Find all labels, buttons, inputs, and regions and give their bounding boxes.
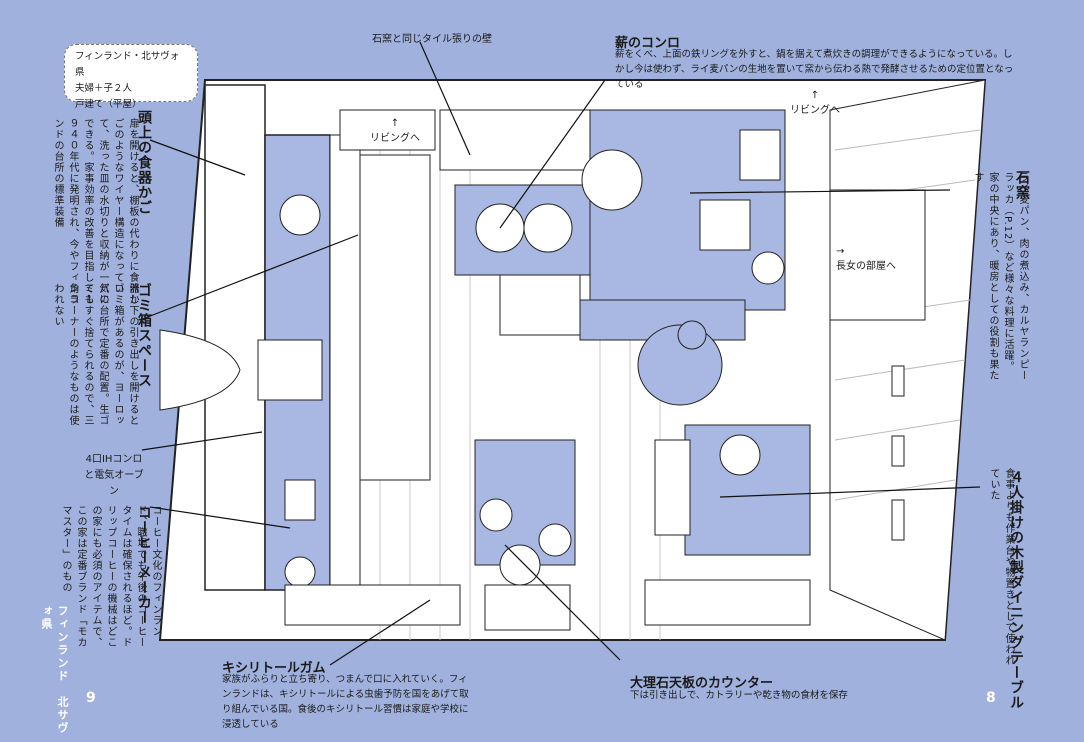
dish-rack-title: 頭上の食器かご <box>136 110 152 215</box>
dining-body: 食事よりも作業台や物置きとして使われていた <box>988 468 1014 666</box>
wall-panel <box>891 435 905 467</box>
rug-right <box>644 579 811 626</box>
page-number-left: 9 <box>86 690 96 706</box>
wall-panel <box>891 499 905 541</box>
rug-left <box>284 584 461 626</box>
doorway-right <box>829 189 926 321</box>
vent-hood <box>159 329 241 411</box>
trash-body: 流し下の引き出しを開けるとゴミ箱があるのが、ヨーロッパの台所で定番の配置。生ゴミ… <box>52 283 138 426</box>
trash-title: ゴミ箱スペース <box>136 283 152 388</box>
counter-title: 大理石天板のカウンター <box>630 676 774 691</box>
daughter-room-arrow: → 長女の部屋へ <box>836 246 896 272</box>
coffee-body: コーヒー文化のフィンランド、職場でも午後のコーヒータイムは確保されるほど。ドリッ… <box>60 505 161 648</box>
bread-box <box>739 129 781 181</box>
coffee-maker <box>284 479 316 521</box>
bowl <box>499 544 541 586</box>
oven-body: ライ麦パン、肉の煮込み、カルヤランピーラッカ（P.12）など様々な料理に活躍。家… <box>972 172 1028 381</box>
page-number-right: 8 <box>986 690 996 706</box>
pot <box>751 251 785 285</box>
living-room-arrow-left: ↑ リビングへ <box>370 118 420 144</box>
info-family: 夫婦＋子２人 <box>75 83 133 94</box>
tile-wall-label: 石窯と同じタイル張りの壁 <box>372 34 492 45</box>
section-label: フィンランド 北サヴォ県 <box>40 605 69 735</box>
bench <box>654 439 691 536</box>
xylitol-title: キシリトールガム <box>222 661 326 676</box>
info-box: フィンランド・北サヴォ県 夫婦＋子２人 戸建て（平屋） <box>64 44 198 110</box>
dish-rack-body: 扉を開けると、棚板の代わりに食器かごのようなワイヤー構造になっていて、洗った皿の… <box>52 118 138 305</box>
leader-lines <box>139 41 981 666</box>
xylitol-body: 家族がふらりと立ち寄り、つまんで口に入れていく。フィンランドは、キシリトールによ… <box>222 674 469 730</box>
plate <box>479 498 513 532</box>
person-head <box>677 320 707 350</box>
oven-title: 石窯 <box>1014 170 1030 200</box>
sink <box>279 194 321 236</box>
lower-cabinet-fronts <box>329 134 361 591</box>
wall-panel <box>891 365 905 397</box>
stove-ring <box>523 203 573 253</box>
dining-title: ４人掛けの木製ダイニングテーブル <box>1008 470 1024 710</box>
stove-label: 4口IHコンロと電気オーブン <box>84 454 144 497</box>
rug-center <box>484 584 571 631</box>
pot <box>284 556 316 588</box>
ih-stove <box>257 339 323 401</box>
bread-box <box>699 199 751 251</box>
coffee-title: コーヒーメーカー <box>136 505 152 625</box>
doorway-left <box>339 109 436 151</box>
stove-shelf <box>499 274 581 336</box>
info-house: 戸建て（平屋） <box>75 99 142 110</box>
pot <box>719 434 761 476</box>
wood-stove-body: 薪をくべ、上面の鉄リングを外すと、鍋を据えて煮炊きの調理ができるようになっている… <box>615 49 1014 90</box>
plate <box>538 523 572 557</box>
living-room-arrow-right: ↑ リビングへ <box>790 90 840 116</box>
bowl <box>581 149 643 211</box>
tiled-wall <box>439 109 591 171</box>
counter-body: 下は引き出しで、カトラリーや乾き物の食材を保存 <box>630 690 848 701</box>
wood-stove-title: 薪のコンロ <box>615 36 681 51</box>
info-location: フィンランド・北サヴォ県 <box>75 51 180 78</box>
upper-cabinets <box>204 84 266 591</box>
floor-rug <box>359 154 431 481</box>
